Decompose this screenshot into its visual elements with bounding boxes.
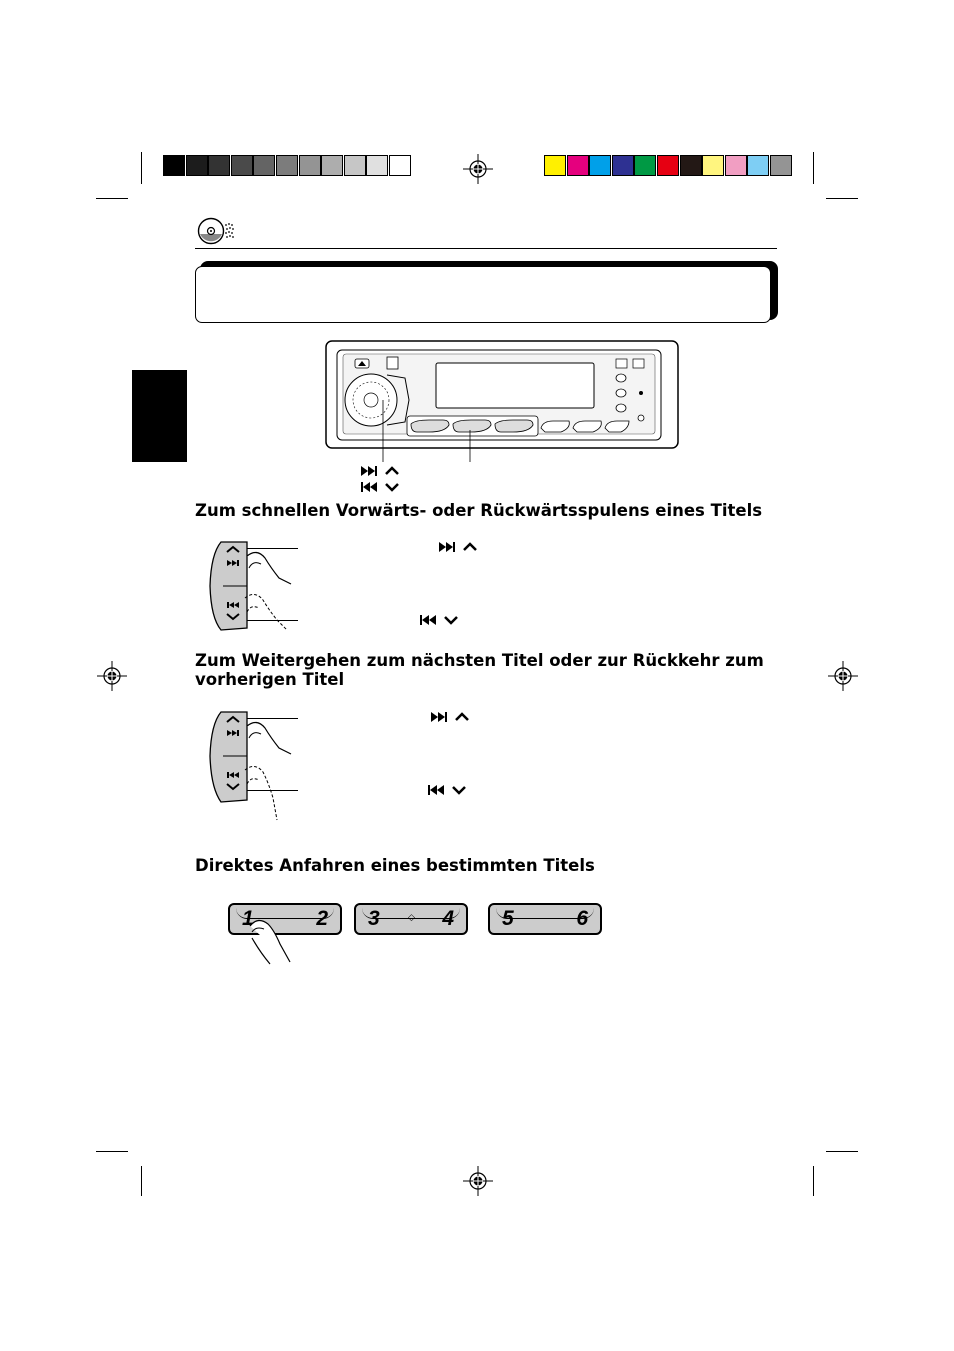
color-swatch: [276, 155, 298, 176]
registration-target-icon: [97, 661, 127, 691]
color-swatch: [343, 155, 366, 176]
section-heading-skip-line1: Zum Weitergehen zum nächsten Titel oder …: [195, 651, 764, 670]
finger-press-illustration: [209, 711, 292, 821]
title-box: [195, 266, 771, 323]
finger-press-illustration: [209, 541, 292, 631]
color-swatch: [611, 155, 634, 176]
diamond-mark-icon: ◇: [408, 913, 415, 923]
preset-number-right: 2: [316, 907, 328, 930]
registration-target-icon: [828, 661, 858, 691]
color-swatch: [747, 155, 770, 176]
skip-forward-up-icon: [431, 712, 469, 722]
color-swatch: [230, 155, 253, 176]
registration-target-icon: [463, 1166, 493, 1196]
color-swatch: [253, 155, 276, 176]
color-swatch: [702, 155, 725, 176]
cd-disc-icon: [197, 217, 234, 245]
car-radio-panel: [325, 340, 679, 462]
color-swatch: [208, 155, 231, 176]
color-swatch: [321, 155, 344, 176]
preset-button-curve: [362, 908, 460, 919]
color-swatch: [366, 155, 389, 176]
color-swatch: [298, 155, 321, 176]
section-heading-fast-search: Zum schnellen Vorwärts- oder Rückwärtssp…: [195, 501, 763, 520]
color-swatch: [679, 155, 702, 176]
preset-number-right: 6: [576, 907, 588, 930]
color-swatch: [657, 155, 679, 176]
section-heading-skip: Zum Weitergehen zum nächsten Titel oder …: [195, 651, 764, 689]
header-rule: [195, 248, 777, 249]
preset-number-left: 5: [502, 907, 514, 930]
callout-line: [247, 718, 298, 719]
finger-press-illustration: [249, 919, 291, 965]
color-swatch: [724, 155, 747, 176]
color-swatch: [163, 155, 185, 176]
color-swatch: [634, 155, 657, 176]
preset-button-3-4[interactable]: 3 4 ◇: [354, 903, 468, 935]
color-swatch: [544, 155, 566, 176]
skip-forward-up-icon: [361, 466, 399, 476]
color-swatch: [185, 155, 208, 176]
registration-target-icon: [463, 154, 493, 184]
skip-back-down-icon: [428, 785, 466, 795]
color-swatch: [566, 155, 589, 176]
callout-line: [247, 790, 298, 791]
language-side-tab: [132, 370, 187, 462]
skip-back-down-icon: [420, 615, 458, 625]
skip-forward-up-icon: [439, 542, 477, 552]
preset-button-curve: [496, 908, 594, 919]
callout-line: [247, 548, 298, 549]
color-swatch: [589, 155, 612, 176]
section-heading-skip-line2: vorherigen Titel: [195, 670, 345, 689]
preset-number-left: 1: [242, 907, 254, 930]
preset-number-left: 3: [368, 907, 380, 930]
color-swatch: [389, 155, 411, 176]
section-heading-direct: Direktes Anfahren eines bestimmten Titel…: [195, 856, 595, 875]
callout-line: [247, 620, 298, 621]
skip-back-down-icon: [361, 482, 399, 492]
color-swatch: [770, 155, 792, 176]
preset-number-right: 4: [442, 907, 454, 930]
preset-button-curve: [236, 908, 334, 919]
